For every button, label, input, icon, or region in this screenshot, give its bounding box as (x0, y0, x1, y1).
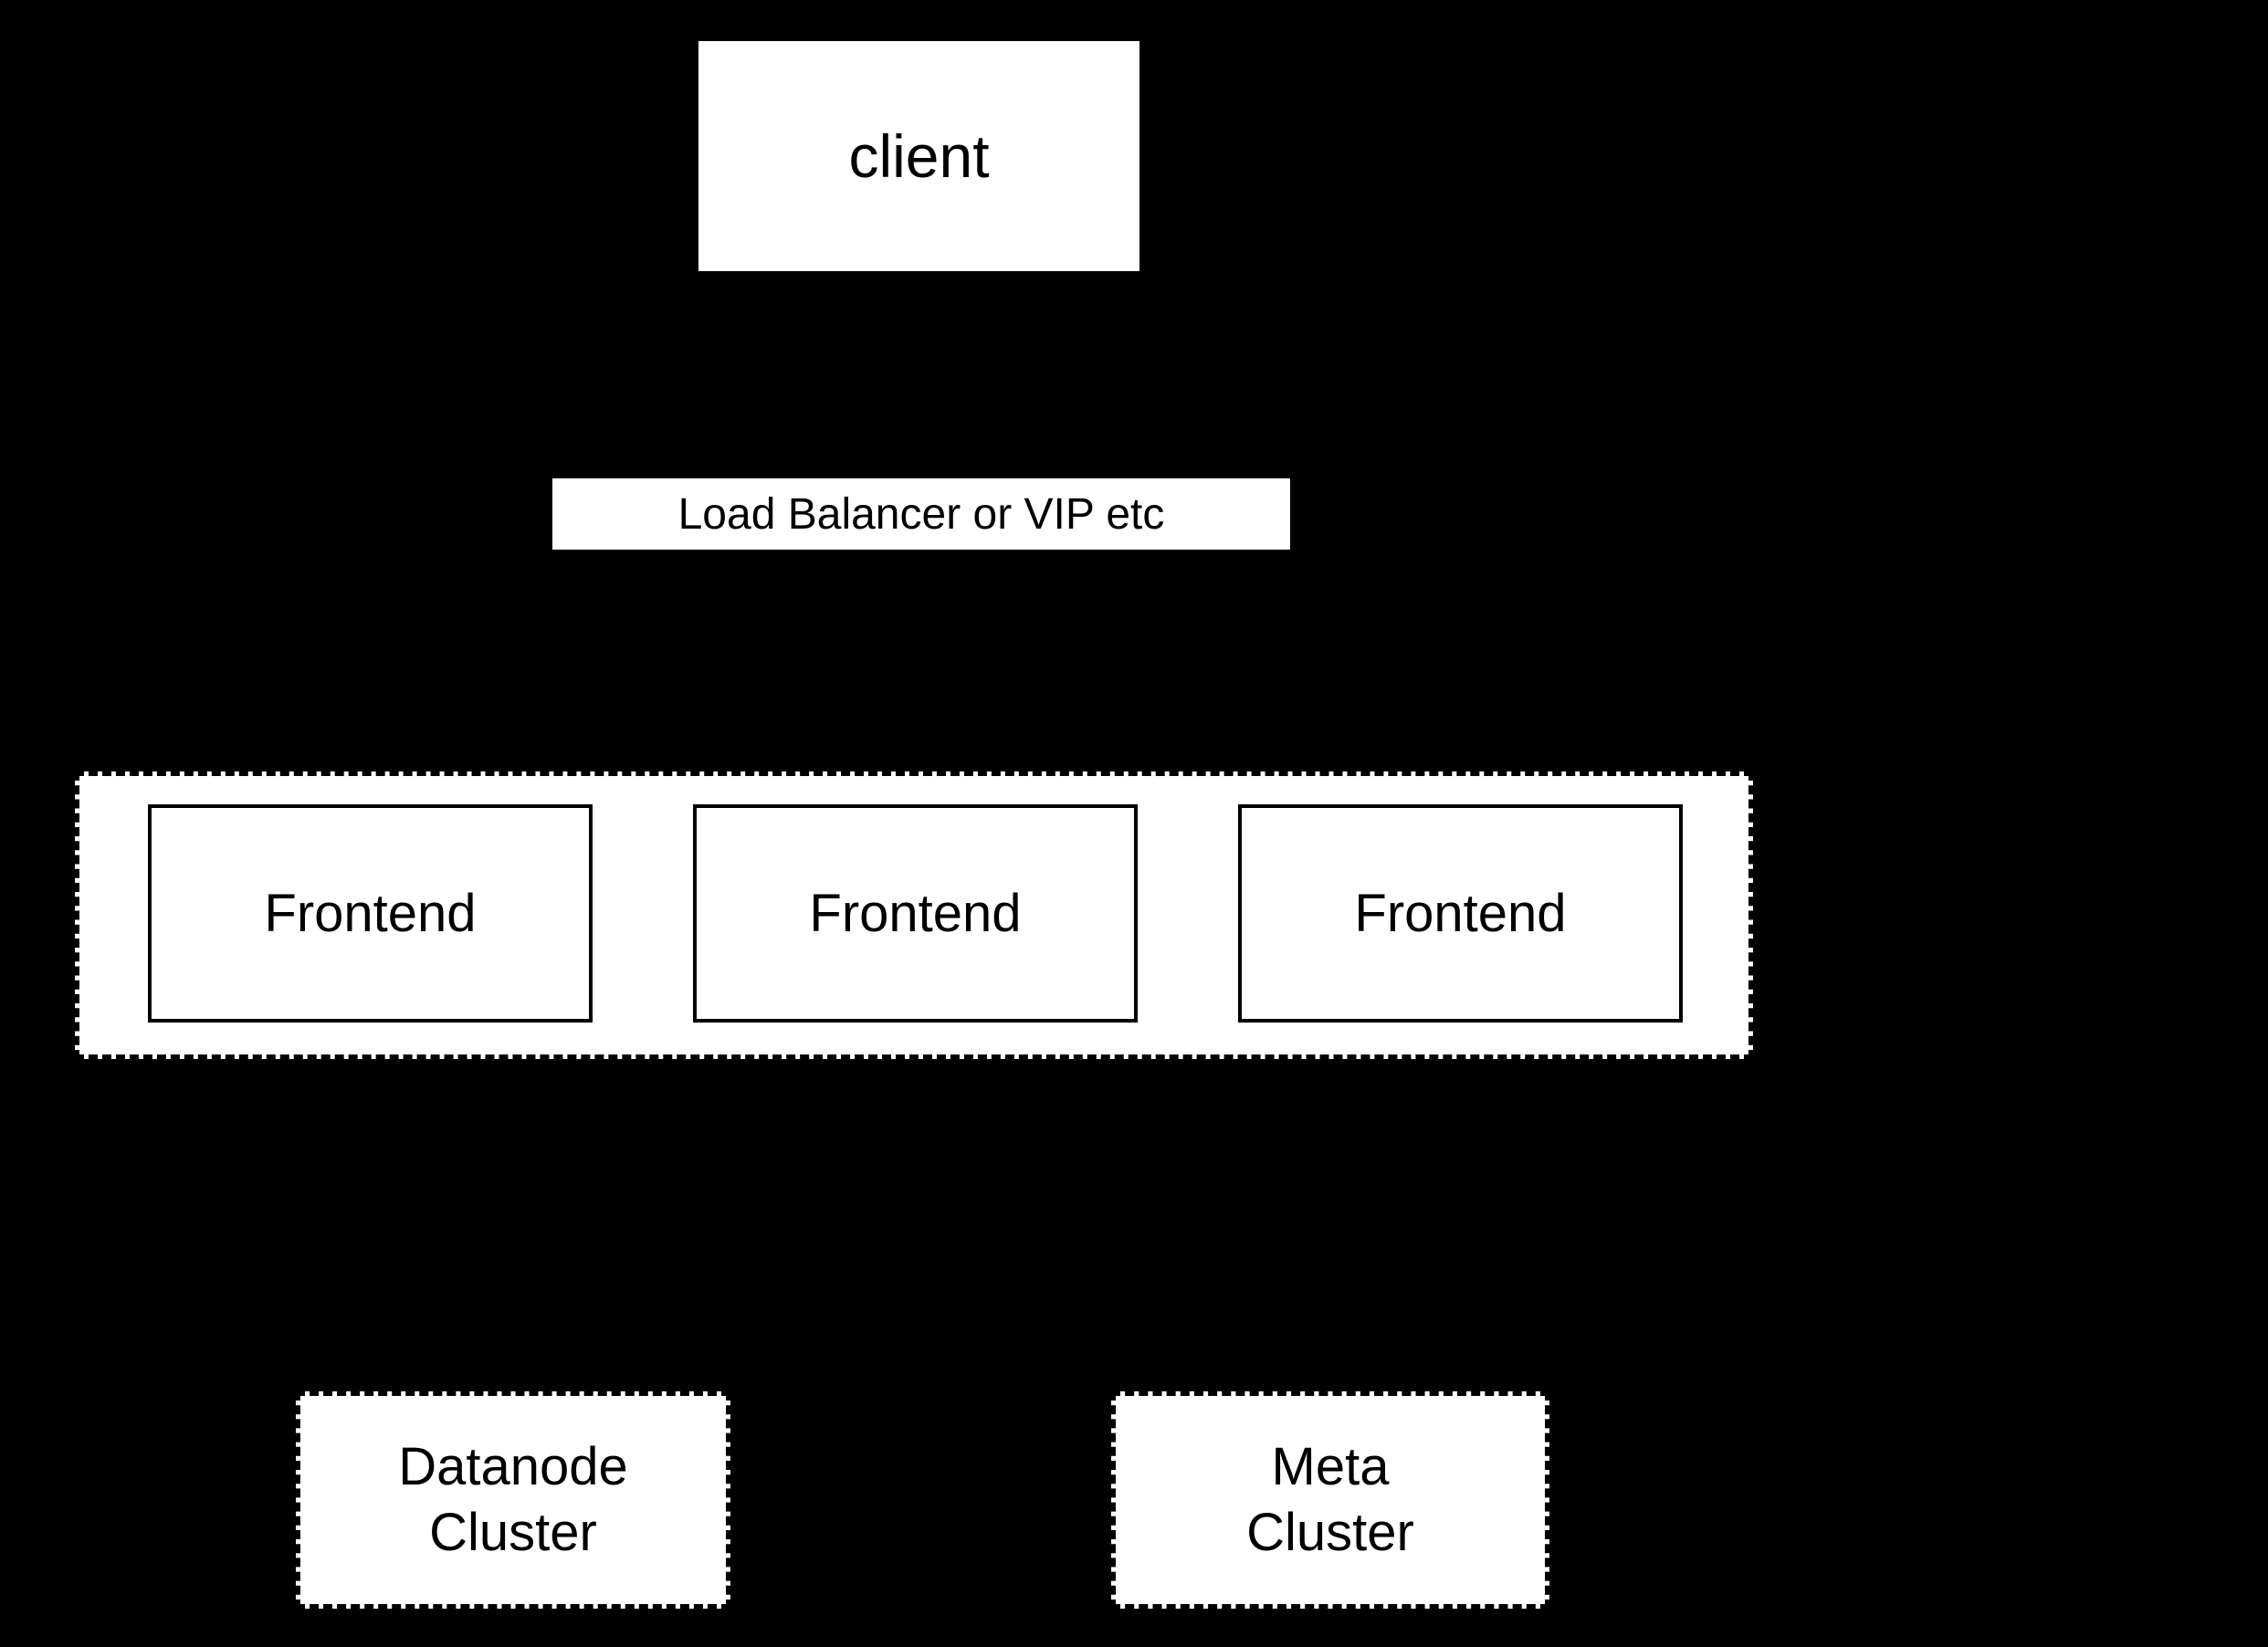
load-balancer-label: Load Balancer or VIP etc (677, 489, 1165, 539)
frontend-group-container: Frontend Frontend Frontend (75, 771, 1753, 1059)
frontend-label-3: Frontend (1354, 884, 1567, 943)
frontend-node-3: Frontend (1238, 804, 1683, 1023)
frontend-label-2: Frontend (809, 884, 1022, 943)
meta-cluster-node: Meta Cluster (1111, 1391, 1549, 1609)
meta-cluster-label-line2: Cluster (1246, 1503, 1414, 1562)
datanode-cluster-label-line2: Cluster (429, 1503, 597, 1562)
frontend-node-2: Frontend (693, 804, 1138, 1023)
frontend-node-1: Frontend (148, 804, 593, 1023)
client-node: client (698, 41, 1139, 271)
datanode-cluster-node: Datanode Cluster (296, 1391, 730, 1609)
client-label: client (848, 122, 990, 190)
meta-cluster-label-line1: Meta (1271, 1437, 1390, 1496)
datanode-cluster-label-line1: Datanode (398, 1437, 628, 1496)
frontend-label-1: Frontend (264, 884, 477, 943)
load-balancer-node: Load Balancer or VIP etc (552, 478, 1290, 550)
